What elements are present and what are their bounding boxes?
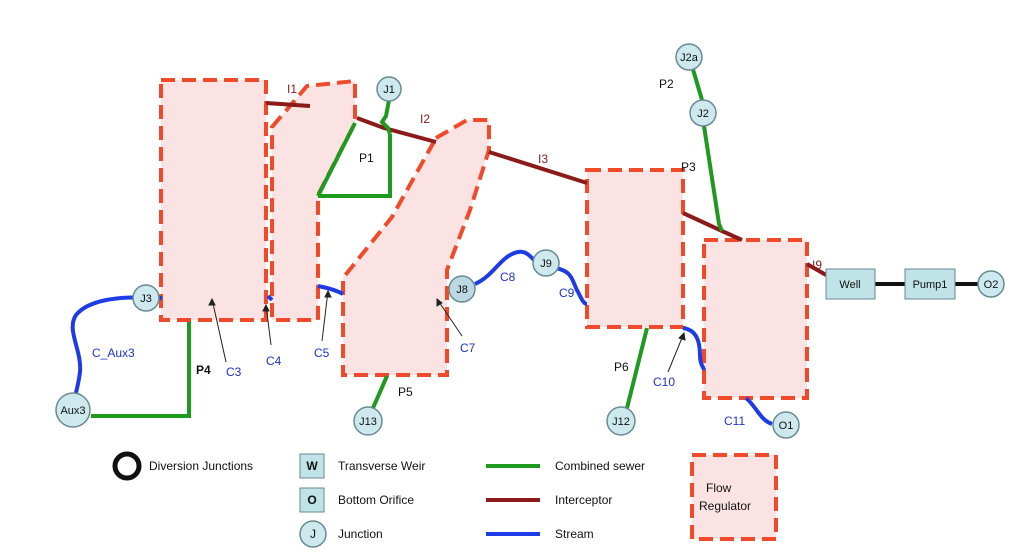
node-J1-label: J1 — [383, 84, 395, 96]
stream-C5 — [317, 284, 344, 296]
node-J12[interactable]: J12 — [606, 406, 636, 436]
legend-weir-label: Transverse Weir — [338, 459, 425, 473]
label-P2: P2 — [659, 77, 674, 91]
node-Aux3[interactable]: Aux3 — [55, 392, 91, 428]
flow-regulator-1 — [159, 78, 268, 322]
stream-links — [70, 249, 773, 426]
node-J8-label: J8 — [456, 284, 468, 296]
node-J3-label: J3 — [140, 293, 152, 305]
label-C-Aux3: C_Aux3 — [92, 346, 135, 360]
label-C10: C10 — [653, 375, 675, 389]
node-J2a-label: J2a — [680, 52, 699, 64]
link-labels: I1 I2 I3 I9 P1 P2 P3 P4 P5 P6 C3 C4 C5 C… — [92, 77, 822, 428]
combined-sewer-links — [91, 65, 724, 418]
flow-regulator-3 — [341, 118, 491, 377]
junction-icon — [299, 520, 327, 548]
stream-C-Aux3 — [70, 295, 147, 405]
label-P3: P3 — [681, 160, 696, 174]
stream-C9 — [555, 266, 588, 306]
flow-regulator-areas — [159, 78, 809, 400]
stream-C11 — [744, 396, 773, 426]
node-O1[interactable]: O1 — [772, 411, 800, 439]
node-J1[interactable]: J1 — [376, 76, 402, 102]
combined-sewer-P3 — [702, 125, 724, 232]
combined-sewer-P1 — [318, 134, 392, 198]
pump1-box[interactable]: Pump1 — [904, 268, 956, 300]
flow-regulator-5 — [702, 238, 809, 400]
node-O2[interactable]: O2 — [977, 270, 1005, 298]
node-O2-label: O2 — [984, 279, 999, 291]
node-J13-label: J13 — [359, 416, 377, 428]
combined-sewer-P5 — [371, 375, 389, 409]
interceptor-I1 — [265, 101, 311, 108]
label-C9: C9 — [559, 286, 575, 300]
interceptor-I9 — [805, 262, 828, 277]
label-I3: I3 — [538, 152, 548, 166]
label-C3: C3 — [226, 365, 242, 379]
label-P4: P4 — [196, 363, 211, 377]
node-J2a[interactable]: J2a — [675, 43, 703, 71]
legend: Diversion Junctions W Transverse Weir O … — [112, 451, 778, 548]
combined-sewer-P1b — [316, 122, 357, 197]
label-P1: P1 — [359, 151, 374, 165]
combined-sewer-P2 — [690, 65, 704, 101]
stream-C10 — [682, 326, 706, 371]
combined-sewer-J1 — [379, 99, 392, 135]
label-I2: I2 — [420, 112, 430, 126]
interceptor-I3 — [488, 150, 588, 185]
node-J3[interactable]: J3 — [132, 284, 160, 312]
label-C7: C7 — [460, 341, 476, 355]
legend-regulator-label-2: Regulator — [699, 499, 751, 513]
stream-C8 — [474, 249, 539, 286]
stream-C4 — [266, 294, 274, 302]
interceptor-I4 — [682, 211, 743, 242]
flow-regulator-swatch — [690, 453, 778, 541]
label-C11: C11 — [724, 414, 745, 428]
node-J12-label: J12 — [612, 416, 630, 428]
flow-regulator-2 — [270, 78, 357, 322]
label-C4: C4 — [266, 354, 282, 368]
transverse-weir-icon — [299, 453, 325, 479]
legend-orifice-symbol: O — [307, 493, 316, 507]
node-J13[interactable]: J13 — [353, 406, 383, 436]
node-Aux3-label: Aux3 — [60, 405, 85, 417]
legend-weir-symbol: W — [306, 459, 318, 473]
legend-diversion-label: Diversion Junctions — [149, 459, 253, 473]
legend-junction-label: Junction — [338, 527, 383, 541]
label-I9: I9 — [812, 258, 822, 272]
node-J8[interactable]: J8 — [448, 275, 476, 303]
pump1-label: Pump1 — [913, 279, 948, 291]
label-C5: C5 — [314, 346, 330, 360]
junction-nodes: J1 J2a J2 J3 Aux3 J8 J9 J12 — [55, 43, 1005, 439]
label-P6: P6 — [614, 360, 629, 374]
well-label: Well — [839, 279, 860, 291]
node-J2-label: J2 — [697, 108, 709, 120]
node-J2[interactable]: J2 — [689, 99, 717, 127]
pointer-arrows — [208, 289, 686, 373]
legend-orifice-label: Bottom Orifice — [338, 493, 414, 507]
label-I1: I1 — [287, 82, 297, 96]
node-J9-label: J9 — [540, 258, 552, 270]
legend-stream-label: Stream — [555, 527, 594, 541]
label-P5: P5 — [398, 385, 413, 399]
interceptor-links — [265, 101, 828, 277]
legend-junction-symbol: J — [310, 527, 316, 541]
combined-sewer-P4 — [91, 322, 191, 418]
interceptor-I2 — [356, 116, 437, 144]
label-C8: C8 — [500, 270, 516, 284]
node-O1-label: O1 — [779, 420, 794, 432]
legend-interceptor-label: Interceptor — [555, 493, 612, 507]
combined-sewer-P6 — [625, 327, 649, 409]
diversion-junction-icon — [112, 451, 142, 481]
bottom-orifice-icon — [299, 487, 325, 513]
legend-combined-label: Combined sewer — [555, 459, 645, 473]
flow-regulator-4 — [585, 168, 685, 329]
node-J9[interactable]: J9 — [532, 249, 560, 277]
legend-regulator-label-1: Flow — [706, 481, 732, 495]
well-box[interactable]: Well — [825, 268, 876, 300]
